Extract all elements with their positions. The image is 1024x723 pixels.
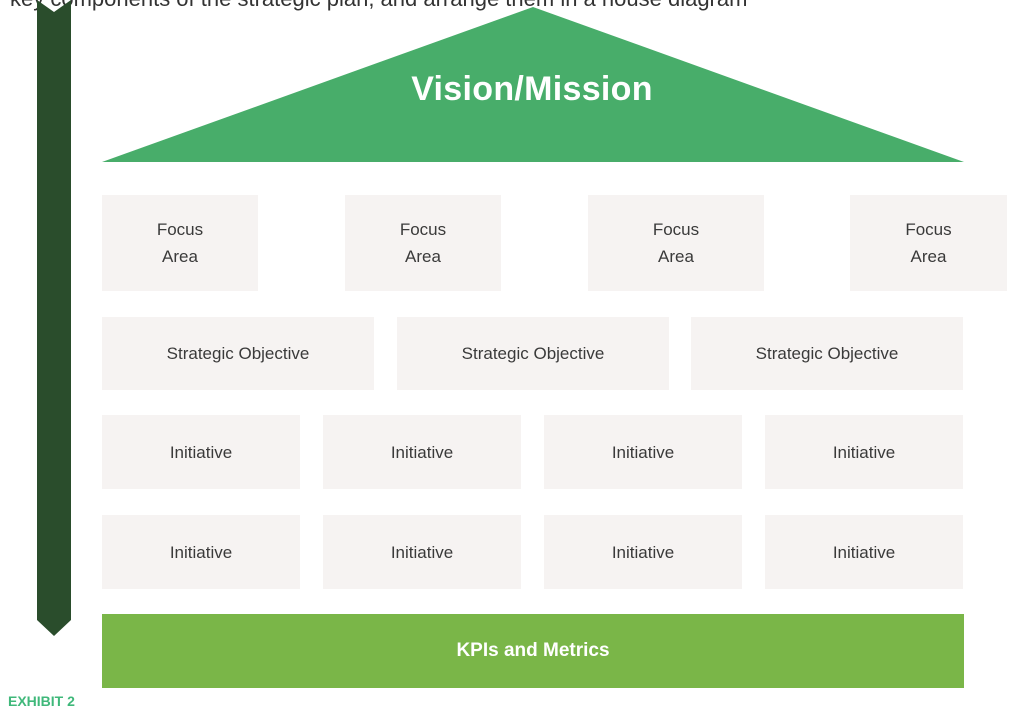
- vertical-arrow-icon: [37, 0, 71, 636]
- focus-area-line1: Focus: [652, 220, 700, 239]
- focus-area-line2: Area: [162, 247, 198, 266]
- initiative-box-r1-2: Initiative: [323, 415, 521, 489]
- focus-area-line1: Focus: [905, 220, 952, 239]
- strategic-objective-box-3: Strategic Objective: [691, 317, 963, 390]
- initiative-box-r1-4: Initiative: [765, 415, 963, 489]
- initiative-box-r1-1: Initiative: [102, 415, 300, 489]
- focus-area-line2: Area: [658, 247, 694, 266]
- initiative-box-r2-3: Initiative: [544, 515, 742, 589]
- focus-area-line2: Area: [910, 247, 947, 266]
- initiative-box-r2-2: Initiative: [323, 515, 521, 589]
- vertical-arrow-shape: [37, 0, 71, 636]
- initiative-box-r2-4: Initiative: [765, 515, 963, 589]
- initiative-box-r1-3: Initiative: [544, 415, 742, 489]
- focus-area-line1: Focus: [156, 220, 204, 239]
- vision-mission-title: Vision/Mission: [411, 70, 653, 108]
- kpis-metrics-foundation: KPIs and Metrics: [102, 614, 964, 688]
- top-caption: key components of the strategic plan, an…: [10, 0, 747, 12]
- focus-area-line2: Area: [405, 247, 441, 266]
- exhibit-label: EXHIBIT 2: [8, 693, 75, 709]
- roof-triangle: [102, 7, 964, 162]
- strategic-objective-box-1: Strategic Objective: [102, 317, 374, 390]
- focus-area-line1: Focus: [399, 220, 447, 239]
- strategic-objective-box-2: Strategic Objective: [397, 317, 669, 390]
- roof-shape: [102, 7, 964, 162]
- initiative-box-r2-1: Initiative: [102, 515, 300, 589]
